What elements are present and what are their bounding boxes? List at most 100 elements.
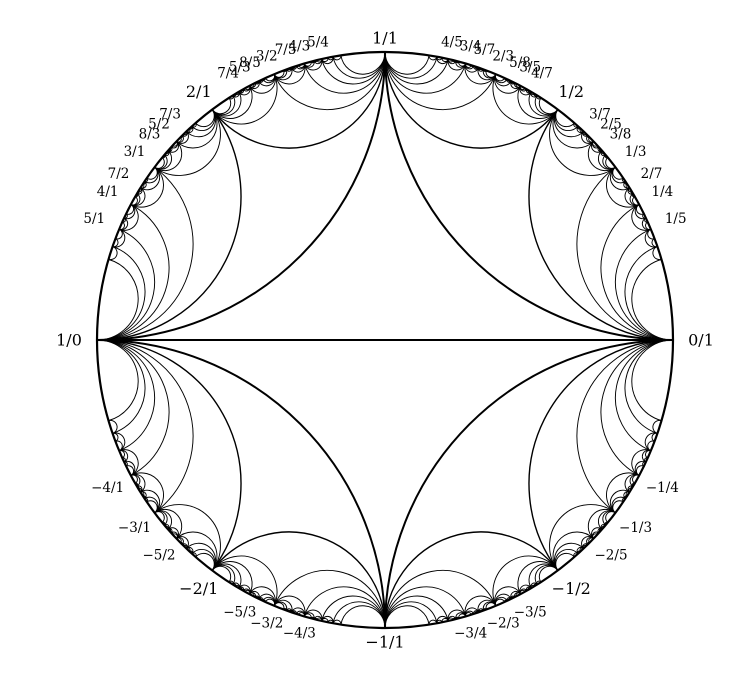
farey-geodesic [555,552,575,571]
farey-geodesic [211,555,278,607]
farey-geodesic [494,586,521,607]
boundary-label: 2/1 [186,82,212,101]
boundary-label: 1/0 [56,331,82,350]
boundary-label: −1/1 [365,633,404,652]
farey-geodesic [96,228,156,341]
boundary-label: 7/3 [159,106,181,122]
boundary-label: 4/7 [531,66,553,82]
boundary-label: −4/1 [91,480,124,496]
farey-geodesic [96,204,170,341]
farey-geodesic [96,166,194,341]
farey-geodesic [528,91,559,117]
farey-geodesic [554,548,579,571]
boundary-label: −5/2 [142,547,175,563]
farey-geodesic [191,109,216,132]
farey-geodesic [211,51,386,149]
boundary-circle [95,50,675,630]
farey-geodesic [154,141,183,172]
boundary-label: −5/3 [223,604,256,620]
farey-geodesic [464,63,497,85]
farey-geodesic [118,204,139,231]
boundary-label: −3/4 [454,626,487,642]
farey-geodesic [464,595,497,617]
farey-geodesic [96,258,139,341]
farey-geodesic [384,51,430,75]
farey-geodesic [605,157,616,169]
boundary-label: 8/5 [239,55,261,71]
farey-geodesic [528,109,674,341]
farey-geodesic [130,472,164,514]
boundary-label: 7/5 [275,42,297,58]
farey-geodesic [125,465,135,476]
farey-geodesic [211,91,242,117]
farey-geodesic [631,258,674,341]
farey-geodesic [273,51,386,111]
farey-geodesic [211,97,232,115]
farey-geodesic [96,51,386,341]
farey-geodesic [614,339,674,452]
farey-geodesic [176,531,218,571]
boundary-label: −1/3 [619,520,652,536]
farey-geodesic [652,246,662,261]
farey-geodesic [614,228,674,341]
farey-geodesic [340,605,386,629]
boundary-label: 2/7 [641,166,663,182]
farey-geodesic [492,73,559,125]
farey-geodesic [631,339,674,422]
boundary-label: −2/1 [179,579,218,598]
boundary-label: 1/3 [625,144,647,160]
farey-geodesic [303,586,386,629]
boundary-label: 7/4 [217,66,239,82]
boundary-label: 4/5 [441,34,463,50]
boundary-label: 3/8 [610,126,632,142]
farey-geodesic [555,109,575,128]
boundary-label: 5/2 [148,117,170,133]
farey-geodesic [538,97,559,115]
farey-geodesic [96,339,139,422]
farey-geodesic [146,166,158,180]
farey-geodesic [384,51,559,149]
boundary-label: 4/1 [97,184,119,200]
farey-geodesic [273,569,386,629]
farey-geodesic [273,595,306,617]
boundary-label: 1/5 [665,211,687,227]
farey-geodesic [191,548,216,571]
boundary-label: 2/3 [492,48,514,64]
farey-geodesic [632,196,640,206]
farey-geodesic [652,419,662,434]
farey-geodesic [146,500,158,514]
farey-geodesic [249,73,276,94]
farey-geodesic [264,598,276,607]
boundary-label: 5/1 [83,211,105,227]
farey-geodesic [631,204,652,231]
boundary-label: 5/8 [509,55,531,71]
farey-geodesic [154,154,168,170]
farey-geodesic [176,109,218,149]
farey-geodesic [384,586,467,629]
farey-geodesic [154,508,183,539]
boundary-label: 2/5 [600,117,622,133]
boundary-label: −2/3 [487,616,520,632]
boundary-label: −3/5 [514,604,547,620]
farey-geodesic [249,586,276,607]
boundary-label: −4/3 [283,626,316,642]
farey-geodesic [96,339,386,629]
farey-geodesic [587,141,616,172]
farey-geodesic [340,51,386,75]
boundary-label: 1/2 [558,82,584,101]
farey-geodesic [602,510,616,526]
boundary-label: 4/3 [288,38,310,54]
farey-geodesic [600,339,674,476]
farey-geodesic [576,339,674,514]
boundary-label: 1/4 [652,184,674,200]
boundary-label: 0/1 [688,331,714,350]
farey-geodesic [602,154,616,170]
boundary-label: 3/4 [460,38,482,54]
farey-geodesic [549,109,616,176]
farey-geodesic [534,95,559,116]
farey-geodesic [303,51,386,94]
farey-geodesic [96,339,242,571]
farey-geodesic [549,504,616,571]
farey-geodesic [606,166,640,208]
farey-geodesic [273,63,306,85]
